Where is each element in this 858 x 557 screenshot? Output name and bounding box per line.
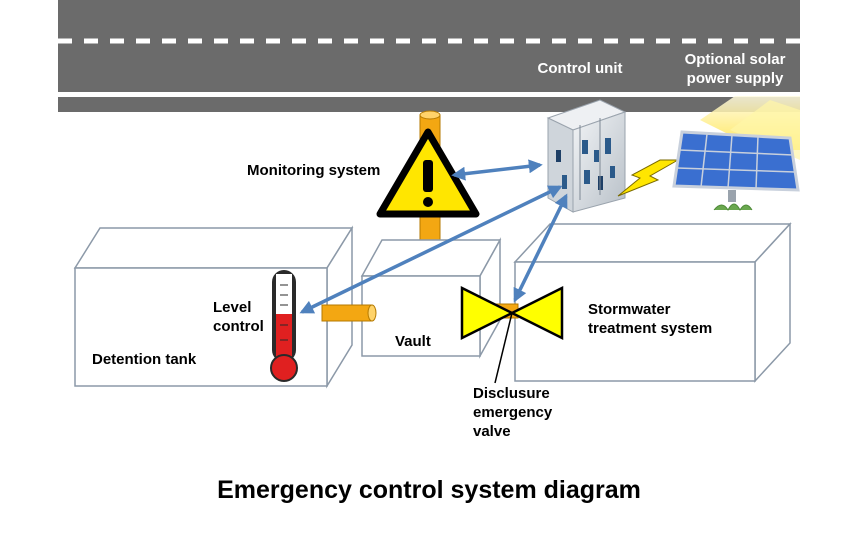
lightning-icon: [617, 159, 680, 197]
thermometer-icon: [270, 270, 298, 382]
valve-label-line3: valve: [473, 423, 511, 440]
solar-label-line2: power supply: [687, 70, 784, 87]
valve-label-line1: Disclusure: [473, 385, 550, 402]
stormwater-line2: treatment system: [588, 320, 712, 337]
connection-arrows: [299, 159, 568, 314]
arrow-control-valve: [513, 193, 568, 303]
monitoring-system-label: Monitoring system: [247, 162, 380, 179]
level-control-line1: Level: [213, 299, 251, 316]
control-unit-label: Control unit: [538, 60, 623, 77]
solar-label-line1: Optional solar: [685, 51, 786, 68]
road: [58, 0, 800, 112]
valve-label-line2: emergency: [473, 404, 553, 421]
level-control-line2: control: [213, 318, 264, 335]
arrow-monitoring-control: [451, 159, 543, 181]
tank-vault-pipe: [321, 304, 377, 322]
solar-panel-icon: [672, 130, 800, 212]
stormwater-line1: Stormwater: [588, 301, 671, 318]
detention-tank-label: Detention tank: [92, 351, 197, 368]
diagram-title: Emergency control system diagram: [217, 476, 641, 504]
vault-label: Vault: [395, 333, 431, 350]
control-cabinet-icon: [546, 99, 627, 213]
